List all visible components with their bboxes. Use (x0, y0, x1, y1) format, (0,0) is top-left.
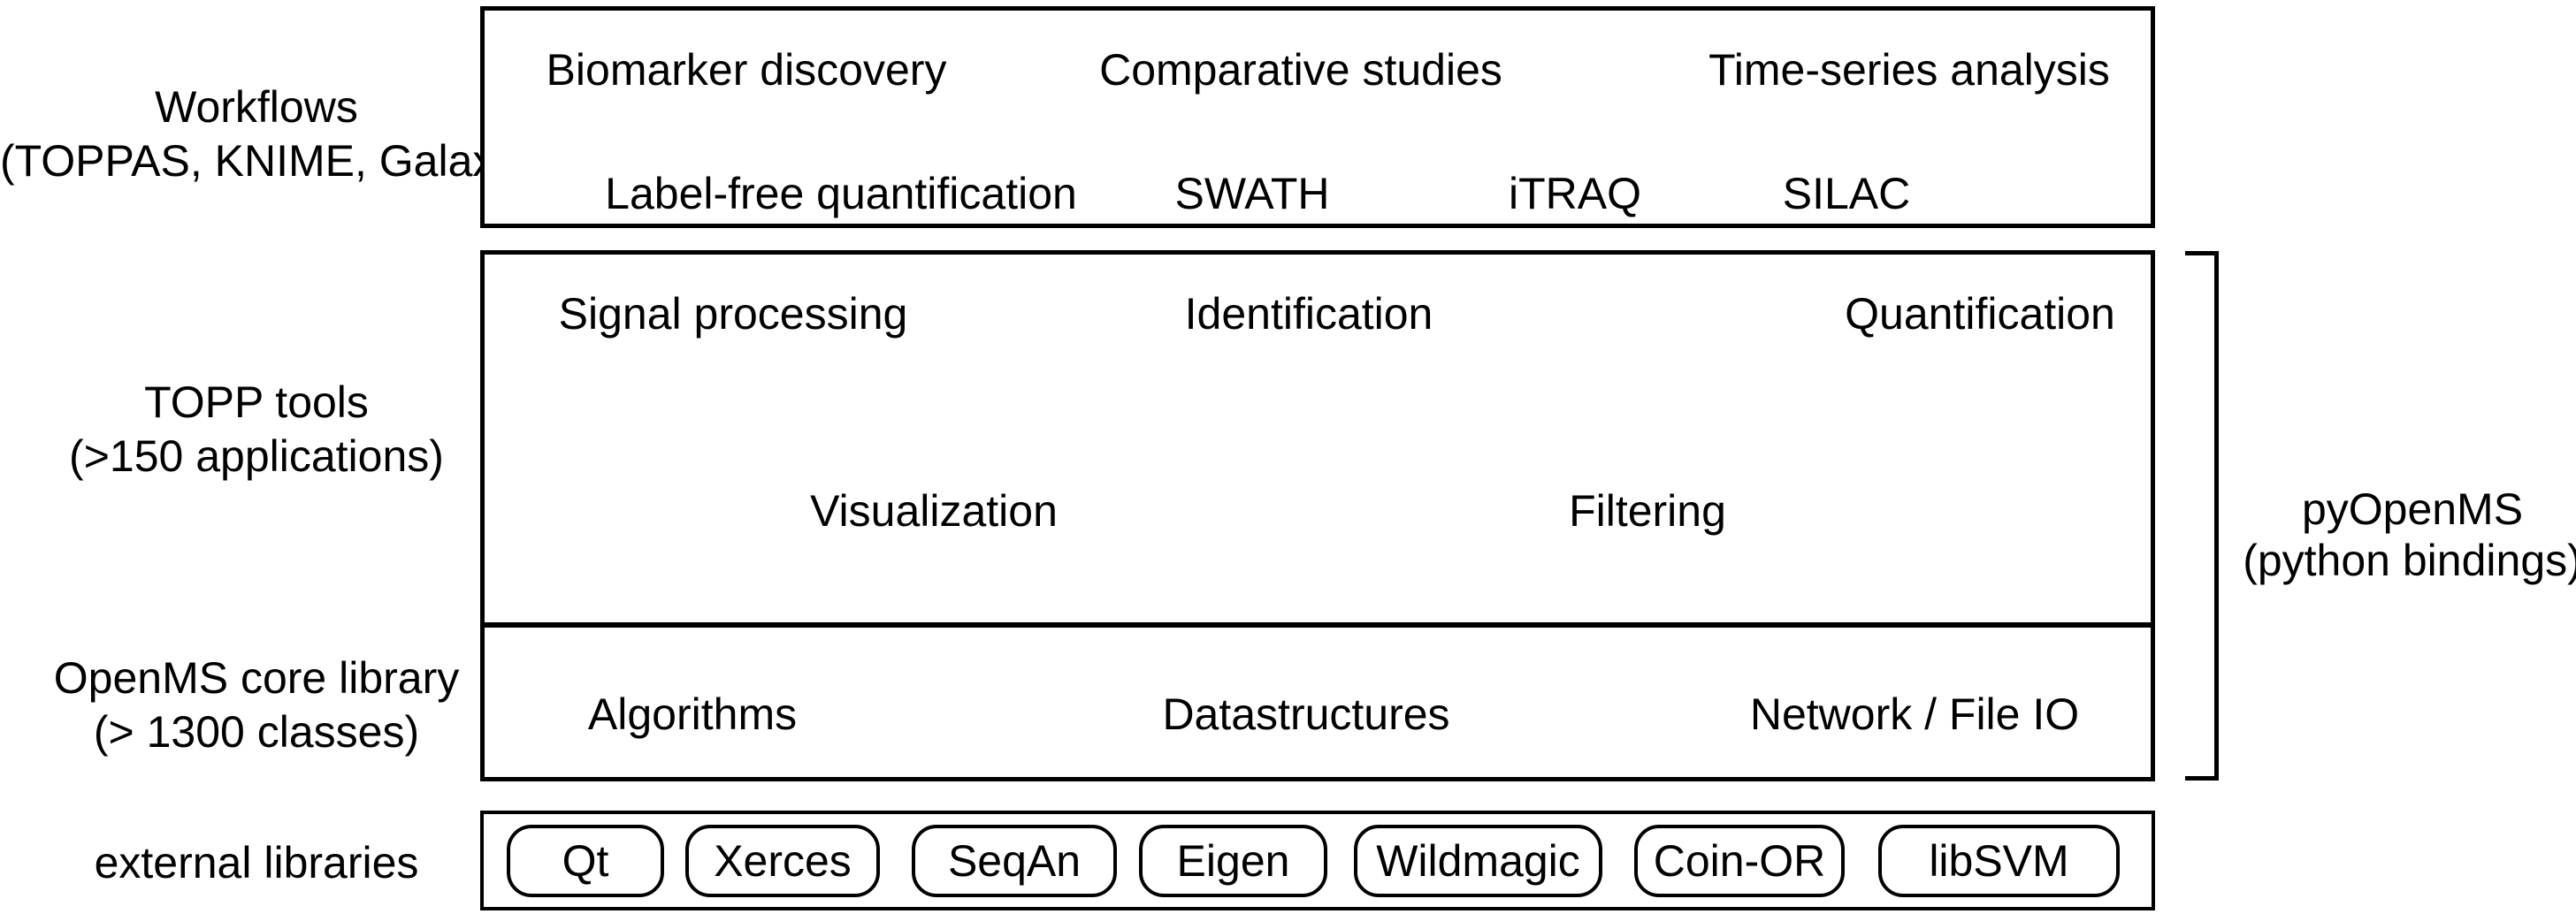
external-lib-pill-coin-or: Coin-OR (1634, 825, 1845, 897)
workflow-item-comparative-studies: Comparative studies (1099, 45, 1502, 95)
workflow-item-label-free-quantification: Label-free quantification (605, 169, 1077, 218)
topp-item-identification: Identification (1184, 289, 1433, 339)
external-lib-pill-libsvm: libSVM (1878, 825, 2120, 897)
layer-label-topp-tools: TOPP tools (>150 applications) (0, 376, 513, 484)
pill-qt-label: Qt (562, 836, 609, 886)
layer-label-external-libraries: external libraries (0, 836, 513, 890)
core-label-line2: (> 1300 classes) (93, 707, 420, 757)
workflows-label-line2: (TOPPAS, KNIME, Galaxy) (0, 136, 532, 186)
pill-eigen-label: Eigen (1176, 836, 1290, 886)
external-lib-pill-seqan: SeqAn (912, 825, 1117, 897)
pyopenms-label: pyOpenMS (python bindings) (2236, 484, 2576, 586)
layer-label-core-library: OpenMS core library (> 1300 classes) (0, 651, 513, 759)
core-item-datastructures: Datastructures (1162, 689, 1450, 739)
pill-xerces-label: Xerces (714, 836, 852, 886)
workflow-item-silac: SILAC (1782, 169, 1911, 218)
external-lib-pill-qt: Qt (507, 825, 664, 897)
workflows-box (480, 6, 2155, 228)
topp-core-divider-line (480, 622, 2155, 628)
core-item-algorithms: Algorithms (587, 689, 798, 739)
workflow-item-swath: SWATH (1174, 169, 1330, 218)
pyopenms-bracket (2185, 251, 2219, 781)
topp-item-signal-processing: Signal processing (558, 289, 908, 339)
pill-libsvm-label: libSVM (1929, 836, 2069, 886)
topp-item-filtering: Filtering (1569, 486, 1726, 536)
pill-seqan-label: SeqAn (947, 836, 1082, 886)
pill-wildmagic-label: Wildmagic (1376, 836, 1580, 886)
workflow-item-biomarker-discovery: Biomarker discovery (546, 45, 947, 95)
workflows-label-line1: Workflows (155, 82, 358, 132)
topp-label-line2: (>150 applications) (69, 431, 444, 481)
pyopenms-label-line2: (python bindings) (2243, 536, 2576, 585)
external-lib-pill-eigen: Eigen (1139, 825, 1327, 897)
external-lib-pill-xerces: Xerces (685, 825, 880, 897)
external-label-line1: external libraries (94, 838, 419, 887)
core-label-line1: OpenMS core library (53, 653, 460, 703)
external-lib-pill-wildmagic: Wildmagic (1354, 825, 1602, 897)
topp-item-visualization: Visualization (810, 486, 1058, 536)
core-item-network-file-io: Network / File IO (1749, 689, 2080, 739)
pyopenms-label-line1: pyOpenMS (2301, 484, 2524, 534)
topp-core-box (480, 250, 2155, 781)
workflow-item-time-series-analysis: Time-series analysis (1708, 45, 2110, 95)
topp-label-line1: TOPP tools (144, 377, 369, 427)
pill-coinor-label: Coin-OR (1653, 836, 1826, 886)
topp-item-quantification: Quantification (1845, 289, 2115, 339)
layer-label-workflows: Workflows (TOPPAS, KNIME, Galaxy) (0, 80, 532, 188)
workflow-item-itraq: iTRAQ (1509, 169, 1641, 218)
